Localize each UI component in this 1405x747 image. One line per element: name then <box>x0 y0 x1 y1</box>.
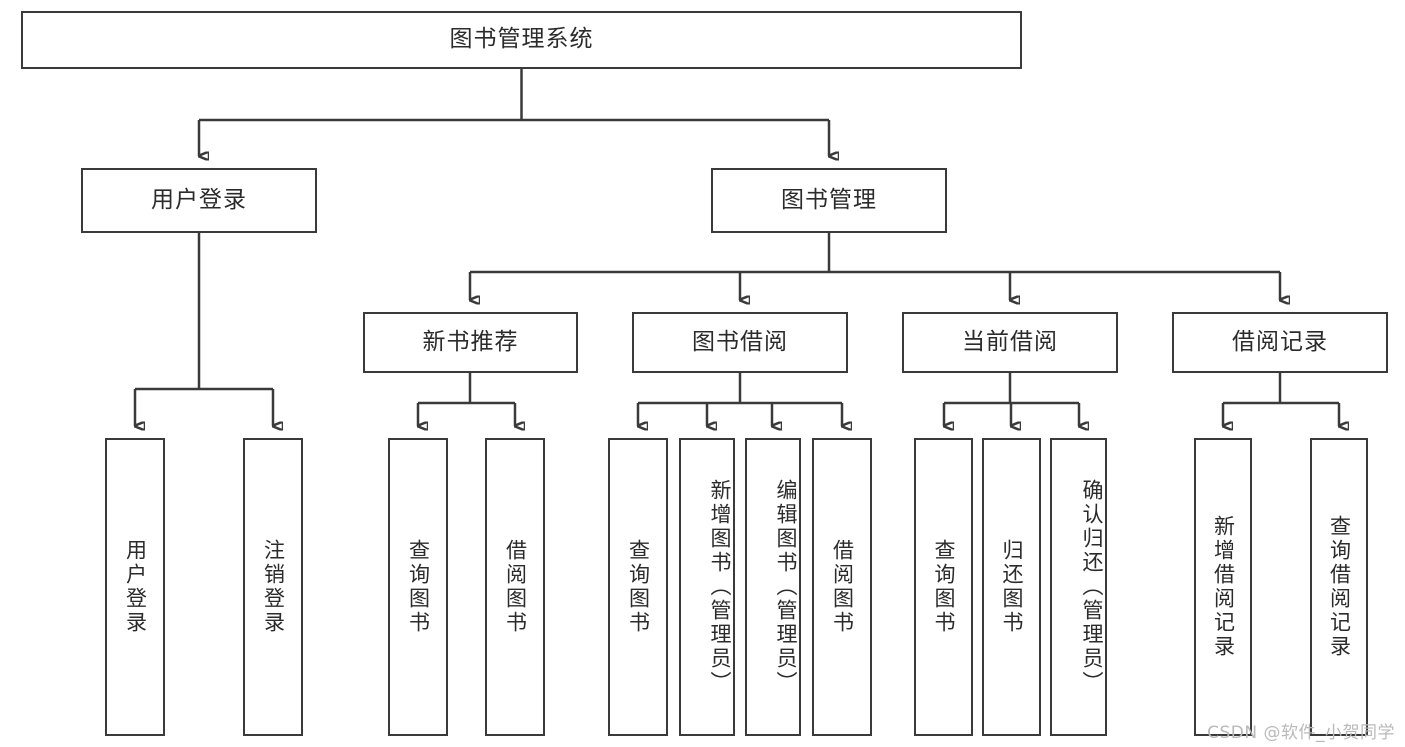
node-current-borrow[interactable]: 当前借阅 <box>902 312 1118 373</box>
leaf-borrow-record-add[interactable]: 新增借阅记录 <box>1194 438 1252 736</box>
watermark: CSDN @软件_小贺同学 <box>1207 723 1395 743</box>
node-book-management[interactable]: 图书管理 <box>711 168 947 233</box>
node-label: 图书管理 <box>781 186 877 213</box>
node-label: 新增借阅记录 <box>1211 515 1236 659</box>
leaf-new-book-borrow[interactable]: 借阅图书 <box>485 438 545 736</box>
leaf-book-borrow-add[interactable]: 新增图书（管理员） <box>679 438 735 736</box>
node-label: 借阅图书 <box>503 539 528 635</box>
leaf-borrow-record-query[interactable]: 查询借阅记录 <box>1310 438 1368 736</box>
node-label: 图书管理系统 <box>449 26 594 53</box>
node-label: 查询图书 <box>931 539 956 635</box>
node-label: 用户登录 <box>151 186 247 213</box>
leaf-book-borrow-edit[interactable]: 编辑图书（管理员） <box>745 438 801 736</box>
node-borrow-record[interactable]: 借阅记录 <box>1172 312 1388 373</box>
leaf-new-book-query[interactable]: 查询图书 <box>388 438 448 736</box>
leaf-book-borrow-lend[interactable]: 借阅图书 <box>812 438 872 736</box>
node-label: 查询图书 <box>406 539 431 635</box>
node-book-borrow[interactable]: 图书借阅 <box>632 312 848 373</box>
node-user-login[interactable]: 用户登录 <box>81 168 317 233</box>
leaf-user-login-logout[interactable]: 注销登录 <box>243 438 303 736</box>
node-label: 注销登录 <box>261 539 286 635</box>
leaf-current-borrow-query[interactable]: 查询图书 <box>914 438 973 736</box>
node-label: 借阅记录 <box>1232 328 1328 355</box>
node-label: 确认归还（管理员） <box>1080 479 1104 695</box>
node-label: 编辑图书（管理员） <box>774 479 798 695</box>
node-label: 当前借阅 <box>962 328 1058 355</box>
node-label: 查询借阅记录 <box>1327 515 1352 659</box>
node-root-book-management-system[interactable]: 图书管理系统 <box>21 11 1022 69</box>
node-new-book-recommend[interactable]: 新书推荐 <box>363 312 578 373</box>
node-label: 新书推荐 <box>422 328 519 355</box>
node-label: 图书借阅 <box>692 328 788 355</box>
leaf-current-borrow-return[interactable]: 归还图书 <box>982 438 1041 736</box>
leaf-user-login-login[interactable]: 用户登录 <box>105 438 165 736</box>
node-label: 归还图书 <box>999 539 1024 635</box>
node-label: 用户登录 <box>123 539 148 635</box>
leaf-book-borrow-query[interactable]: 查询图书 <box>608 438 668 736</box>
node-label: 借阅图书 <box>830 539 855 635</box>
node-label: 查询图书 <box>626 539 651 635</box>
node-label: 新增图书（管理员） <box>708 479 732 695</box>
leaf-current-borrow-confirm-return[interactable]: 确认归还（管理员） <box>1050 438 1107 736</box>
